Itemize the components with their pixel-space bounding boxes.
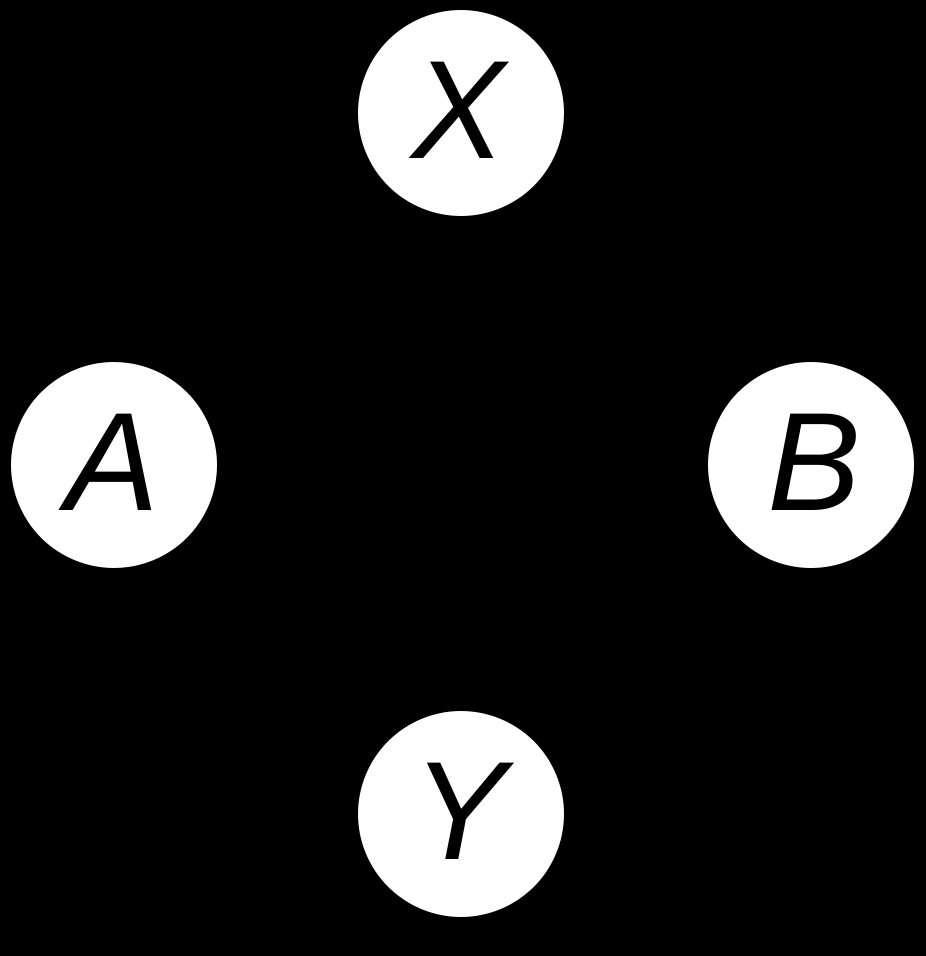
graph-node-a[interactable]: A xyxy=(11,362,217,568)
node-circle-a[interactable] xyxy=(11,362,217,568)
node-label-a: A xyxy=(58,383,158,540)
graph-node-y[interactable]: Y xyxy=(358,711,564,917)
node-label-b: B xyxy=(767,383,860,540)
node-label-x: X xyxy=(408,31,509,188)
graph-node-x[interactable]: X xyxy=(358,10,564,216)
graph-node-b[interactable]: B xyxy=(708,362,914,568)
node-circle-x[interactable] xyxy=(358,10,564,216)
node-label-y: Y xyxy=(412,732,514,889)
nodes-group: X A B Y xyxy=(11,10,914,917)
node-circle-y[interactable] xyxy=(358,711,564,917)
node-circle-b[interactable] xyxy=(708,362,914,568)
